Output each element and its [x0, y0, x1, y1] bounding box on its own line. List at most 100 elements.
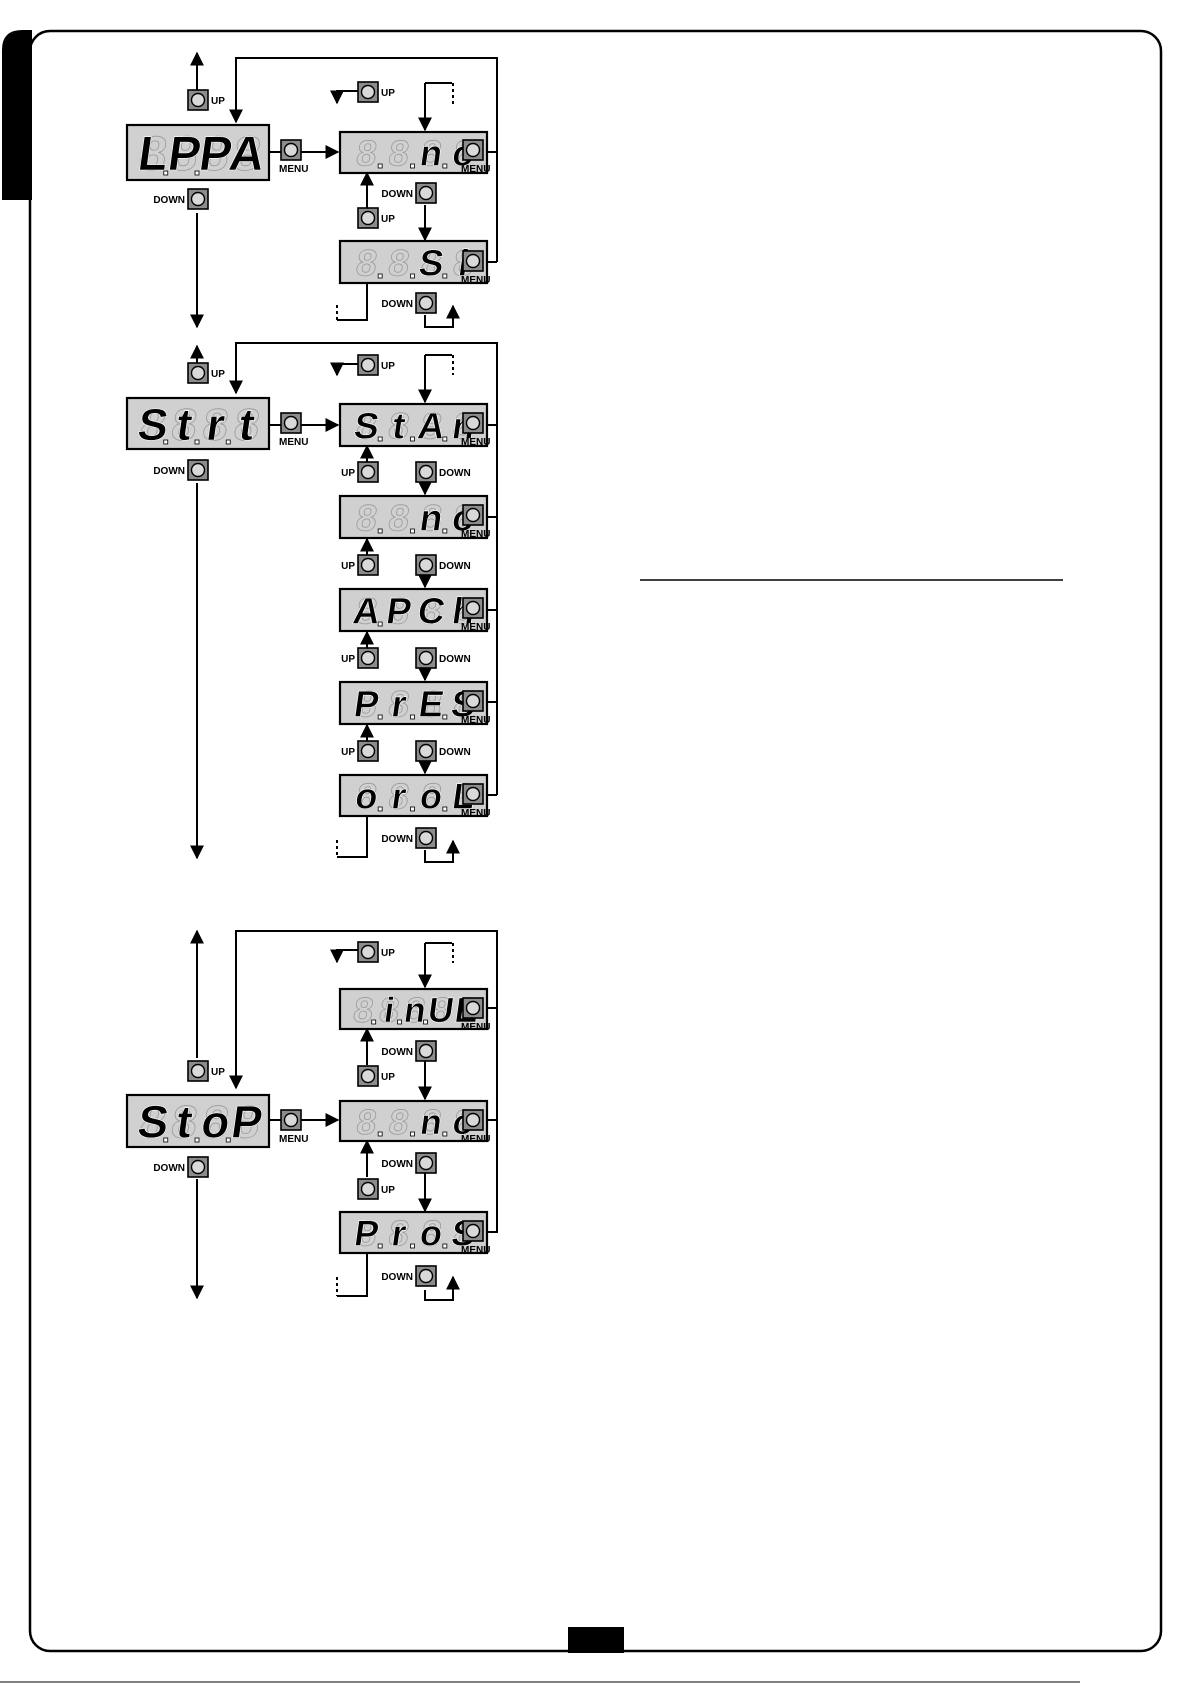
lcd-dot — [442, 714, 448, 720]
menu-button[interactable]: MENU — [461, 783, 490, 819]
up-button[interactable]: UP — [341, 554, 379, 576]
down-label: DOWN — [381, 1047, 413, 1058]
lcd-dot — [410, 273, 415, 279]
menu-button[interactable]: MENU — [461, 597, 490, 633]
menu-button[interactable]: MENU — [279, 412, 308, 448]
menu-button[interactable]: MENU — [461, 1109, 490, 1145]
up-button[interactable]: UP — [357, 941, 395, 963]
up-button[interactable]: UP — [341, 740, 379, 762]
lcd-digit: S — [134, 1096, 172, 1148]
up-button[interactable]: UP — [357, 354, 395, 376]
up-button[interactable]: UP — [187, 89, 225, 111]
down-button[interactable]: DOWN — [415, 554, 471, 576]
down-button[interactable]: DOWN — [415, 461, 471, 483]
up-button[interactable]: UP — [357, 207, 395, 229]
lcd-digit: C — [415, 590, 448, 632]
lcd-dot — [163, 1137, 169, 1143]
lcd-dot — [410, 528, 415, 534]
up-label: UP — [341, 654, 355, 665]
down-button[interactable]: DOWN — [153, 188, 209, 210]
menu-button[interactable]: MENU — [461, 139, 490, 175]
lcd-digit: r — [389, 776, 409, 817]
menu-button[interactable]: MENU — [279, 139, 308, 175]
down-label: DOWN — [153, 1163, 185, 1174]
lcd-dot — [377, 806, 383, 812]
up-label: UP — [381, 214, 395, 225]
lcd-dot — [410, 806, 415, 812]
down-button[interactable]: DOWN — [381, 1040, 437, 1062]
down-button[interactable]: DOWN — [381, 292, 437, 314]
down-button[interactable]: DOWN — [381, 182, 437, 204]
lcd-digit: t — [236, 399, 258, 450]
down-label: DOWN — [439, 654, 471, 665]
down-button[interactable]: DOWN — [153, 459, 209, 481]
up-label: UP — [381, 948, 395, 959]
menu-button[interactable]: MENU — [461, 1220, 490, 1256]
up-button[interactable]: UP — [341, 461, 379, 483]
lcd-digit: U — [426, 991, 457, 1030]
lcd-dot — [442, 436, 448, 442]
lcd-digit: P — [165, 127, 205, 181]
menu-button[interactable]: MENU — [461, 690, 490, 726]
down-button[interactable]: DOWN — [381, 1265, 437, 1287]
lcd-digit: P — [196, 127, 236, 181]
menu-button[interactable]: MENU — [461, 250, 490, 286]
lcd-dot — [442, 1131, 448, 1137]
menu-label: MENU — [461, 808, 490, 819]
down-button[interactable]: DOWN — [153, 1156, 209, 1178]
up-label: UP — [211, 369, 225, 380]
down-button[interactable]: DOWN — [415, 647, 471, 669]
up-button[interactable]: UP — [187, 1060, 225, 1082]
lcd-dot — [377, 528, 383, 534]
down-button[interactable]: DOWN — [415, 740, 471, 762]
menu-label: MENU — [461, 164, 490, 175]
black-tab-marker — [2, 30, 32, 200]
lcd-dot — [410, 163, 415, 169]
lcd-dot — [377, 714, 383, 720]
menu-label: MENU — [461, 437, 490, 448]
up-button[interactable]: UP — [357, 81, 395, 103]
menu-label: MENU — [461, 275, 490, 286]
menu-label: MENU — [461, 1134, 490, 1145]
down-label: DOWN — [381, 189, 413, 200]
up-label: UP — [211, 96, 225, 107]
menu-label: MENU — [461, 1022, 490, 1033]
lcd-dot — [377, 436, 383, 442]
menu-button[interactable]: MENU — [461, 504, 490, 540]
lcd-digit: S — [416, 242, 447, 284]
down-button[interactable]: DOWN — [381, 1152, 437, 1174]
lcd-dot — [423, 1019, 428, 1025]
up-button[interactable]: UP — [187, 362, 225, 384]
lcd-dot — [377, 1131, 383, 1137]
up-label: UP — [341, 561, 355, 572]
down-label: DOWN — [381, 1272, 413, 1283]
down-button[interactable]: DOWN — [381, 827, 437, 849]
up-button[interactable]: UP — [341, 647, 379, 669]
up-button[interactable]: UP — [357, 1065, 395, 1087]
down-label: DOWN — [439, 561, 471, 572]
menu-label: MENU — [279, 437, 308, 448]
down-label: DOWN — [439, 468, 471, 479]
lcd-dot — [410, 1243, 415, 1249]
menu-button[interactable]: MENU — [279, 1109, 308, 1145]
up-button[interactable]: UP — [357, 1178, 395, 1200]
lcd-dot — [371, 1019, 377, 1025]
lcd-dot — [442, 1243, 448, 1249]
down-label: DOWN — [381, 1159, 413, 1170]
lcd-dot — [194, 439, 200, 445]
dynamic-elements: 8L8P8P8AUPDOWNMENU888n8oMENU888S8iMENUUP… — [125, 81, 490, 1287]
menu-button[interactable]: MENU — [461, 412, 490, 448]
lcd-dot — [377, 621, 383, 627]
lcd-digit: r — [389, 1213, 409, 1254]
menu-button[interactable]: MENU — [461, 997, 490, 1033]
lcd-digit: o — [198, 1096, 233, 1148]
lcd-digit: t — [174, 399, 196, 450]
option-display-strt-3: 8P8r8E8S — [338, 680, 489, 726]
down-label: DOWN — [153, 466, 185, 477]
lcd-dot — [377, 273, 383, 279]
page-number-box — [568, 1627, 624, 1653]
lcd-digit: P — [228, 1096, 266, 1148]
